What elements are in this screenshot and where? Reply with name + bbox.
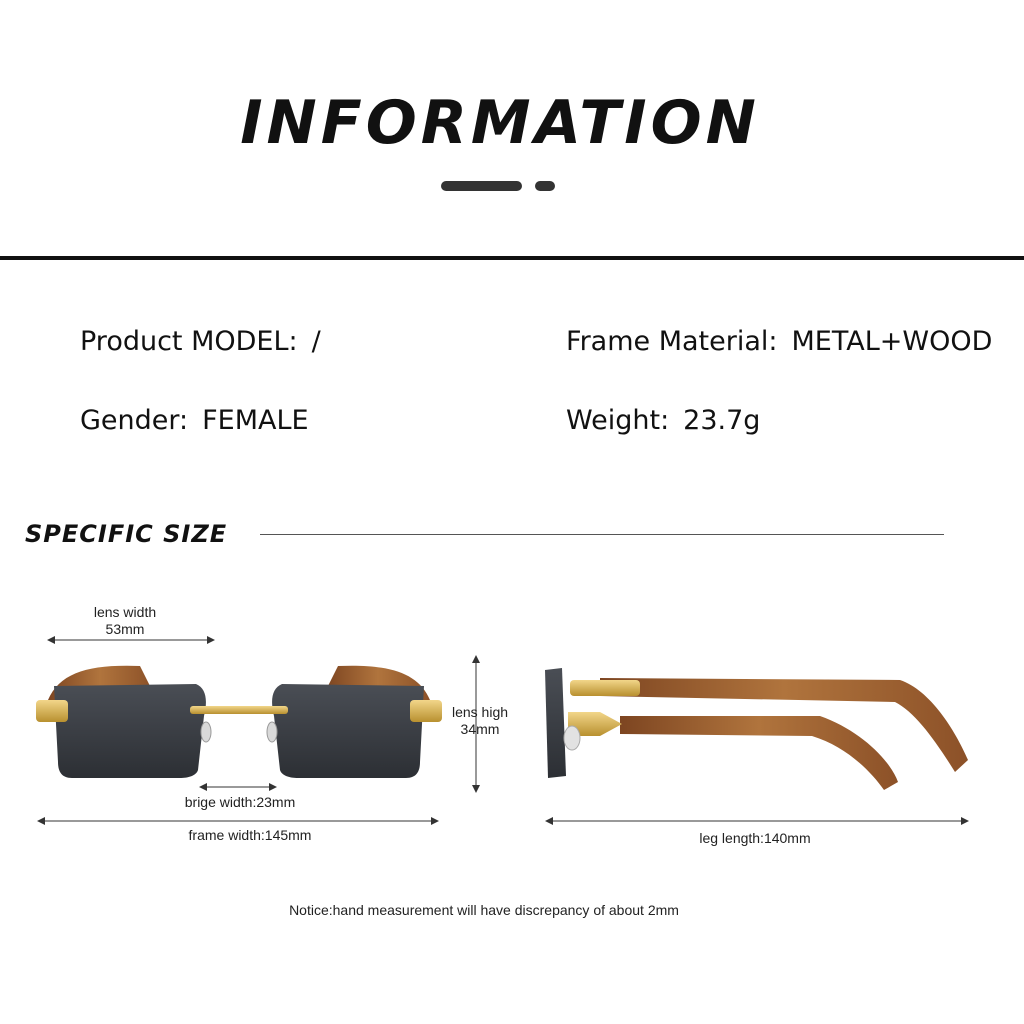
left-hinge — [36, 700, 68, 722]
lens-width-label: lens width 53mm — [75, 604, 175, 638]
bridge-width-label: brige width:23mm — [184, 794, 296, 810]
spec-label: Frame Material: — [566, 326, 778, 357]
spec-label: Weight: — [566, 405, 670, 436]
right-lens — [272, 684, 424, 778]
side-lens — [545, 668, 566, 778]
side-hinge-top — [570, 680, 640, 696]
front-view-glasses — [36, 665, 442, 778]
side-view-glasses — [545, 668, 968, 790]
lens-high-caption: lens high — [451, 704, 509, 720]
bridge — [190, 706, 288, 714]
nose-pad — [266, 721, 278, 743]
left-lens — [54, 684, 206, 778]
spec-product-model: Product MODEL: / — [80, 326, 321, 357]
lens-high-value: 34mm — [460, 721, 500, 737]
spec-value: 23.7g — [683, 405, 761, 436]
spec-label: Product MODEL: — [80, 326, 298, 357]
spec-gender: Gender: FEMALE — [80, 405, 309, 436]
spec-value: / — [311, 326, 321, 357]
notice-text: Notice:hand measurement will have discre… — [289, 902, 679, 918]
right-hinge — [410, 700, 442, 722]
spec-label: Gender: — [80, 405, 189, 436]
decorative-dot — [535, 181, 555, 191]
header-divider — [0, 256, 1024, 260]
nose-pad — [200, 721, 212, 743]
spec-value: FEMALE — [202, 405, 309, 436]
side-temple-top — [600, 678, 968, 772]
page-title: INFORMATION — [240, 88, 760, 158]
spec-weight: Weight: 23.7g — [566, 405, 760, 436]
section-divider — [260, 534, 944, 535]
side-hinge-bottom — [568, 712, 622, 736]
spec-frame-material: Frame Material: METAL+WOOD — [566, 326, 992, 357]
side-temple-bottom — [620, 716, 898, 790]
decorative-bar — [441, 181, 522, 191]
lens-width-value: 53mm — [105, 621, 145, 637]
leg-length-label: leg length:140mm — [699, 830, 811, 846]
lens-width-caption: lens width — [93, 604, 157, 620]
frame-width-label: frame width:145mm — [188, 827, 312, 843]
spec-value: METAL+WOOD — [791, 326, 993, 357]
lens-high-label: lens high 34mm — [440, 704, 520, 738]
side-nose-pad — [563, 725, 581, 751]
section-title: SPECIFIC SIZE — [25, 520, 228, 548]
